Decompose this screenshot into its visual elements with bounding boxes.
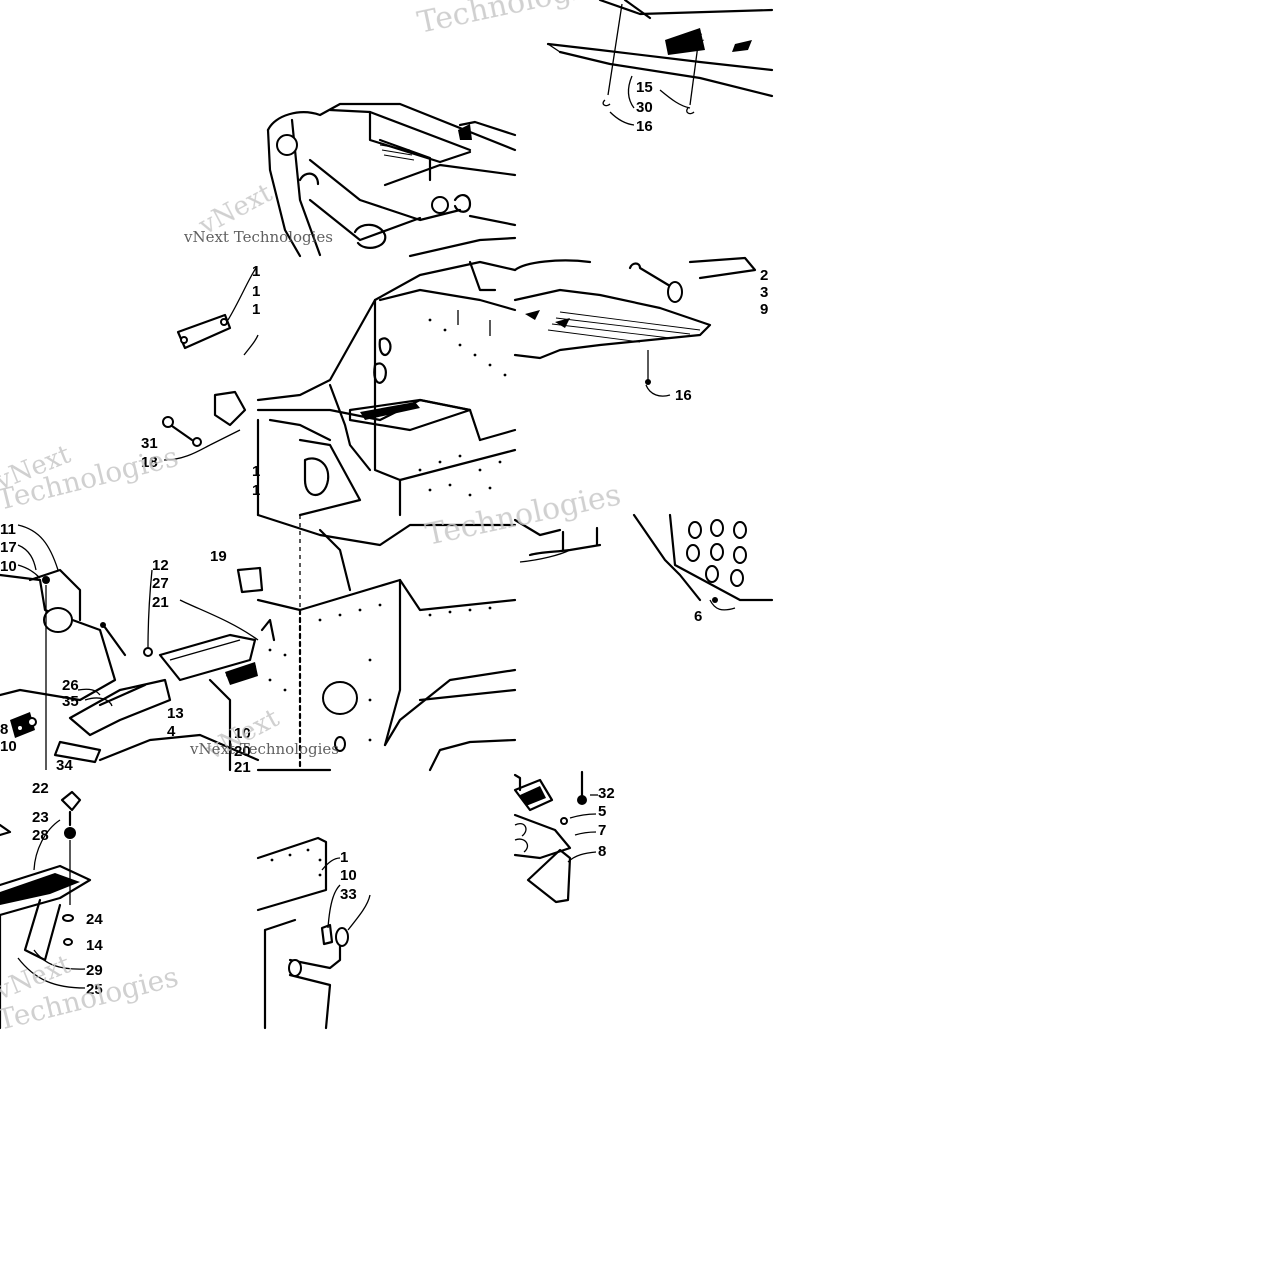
callout-1: 1 (252, 463, 260, 480)
callout-6: 6 (694, 608, 702, 625)
callout-24: 24 (86, 911, 103, 928)
callout-12: 12 (152, 557, 169, 574)
tile-steering-frame (266, 102, 517, 258)
callout-1: 1 (340, 849, 348, 866)
watermark-line: vNext Technologies (189, 740, 339, 758)
callout-18: 18 (141, 454, 158, 471)
callout-23: 23 (32, 809, 49, 826)
callout-11: 11 (0, 521, 16, 538)
callout-15: 15 (636, 79, 653, 96)
tile-console (0, 790, 92, 1030)
callout-35: 35 (62, 693, 79, 710)
tile-footrest (0, 524, 264, 772)
callout-30: 30 (636, 99, 653, 116)
callout-20: 20 (234, 743, 251, 760)
tile-grill (513, 513, 774, 611)
callout-16: 16 (675, 387, 692, 404)
tile-handle (256, 836, 371, 1030)
callout-2: 2 (760, 267, 768, 284)
callout-34: 34 (56, 757, 73, 774)
callout-5: 5 (598, 803, 606, 820)
callout-21: 21 (152, 594, 169, 611)
callout-31: 31 (141, 435, 158, 452)
tile-nose-pan (546, 0, 774, 126)
callout-8: 8 (598, 843, 606, 860)
callout-8: 8 (0, 721, 8, 738)
callout-14: 14 (86, 937, 103, 954)
callout-17: 17 (0, 539, 17, 556)
callout-32: 32 (598, 785, 615, 802)
callout-29: 29 (86, 962, 103, 979)
callout-3: 3 (760, 284, 768, 301)
callout-25: 25 (86, 981, 103, 998)
callout-16: 16 (636, 118, 653, 135)
callout-27: 27 (152, 575, 169, 592)
tile-hitch (513, 770, 598, 904)
watermark-line: vNext Technologies (183, 228, 333, 246)
callout-1: 1 (252, 283, 260, 300)
callout-9: 9 (760, 301, 768, 318)
callout-7: 7 (598, 822, 606, 839)
callout-26: 26 (62, 677, 79, 694)
callout-4: 4 (167, 723, 176, 740)
tile-side-panel (256, 513, 517, 772)
callout-1: 1 (252, 263, 260, 280)
callout-21: 21 (234, 759, 251, 776)
watermark-brand: Technologies (422, 477, 623, 553)
callout-10: 10 (0, 558, 17, 575)
callout-33: 33 (340, 886, 357, 903)
watermark-brand: Technologies (414, 0, 615, 41)
callout-10: 10 (0, 738, 17, 755)
callout-1: 1 (252, 482, 260, 499)
callout-28: 28 (32, 827, 49, 844)
callout-10: 10 (340, 867, 357, 884)
callout-13: 13 (167, 705, 184, 722)
tile-center-frame (162, 260, 517, 640)
callout-1: 1 (252, 301, 260, 318)
callout-19: 19 (210, 548, 227, 565)
callout-22: 22 (32, 780, 49, 797)
callout-10: 10 (234, 725, 251, 742)
tile-bumper (513, 256, 757, 397)
